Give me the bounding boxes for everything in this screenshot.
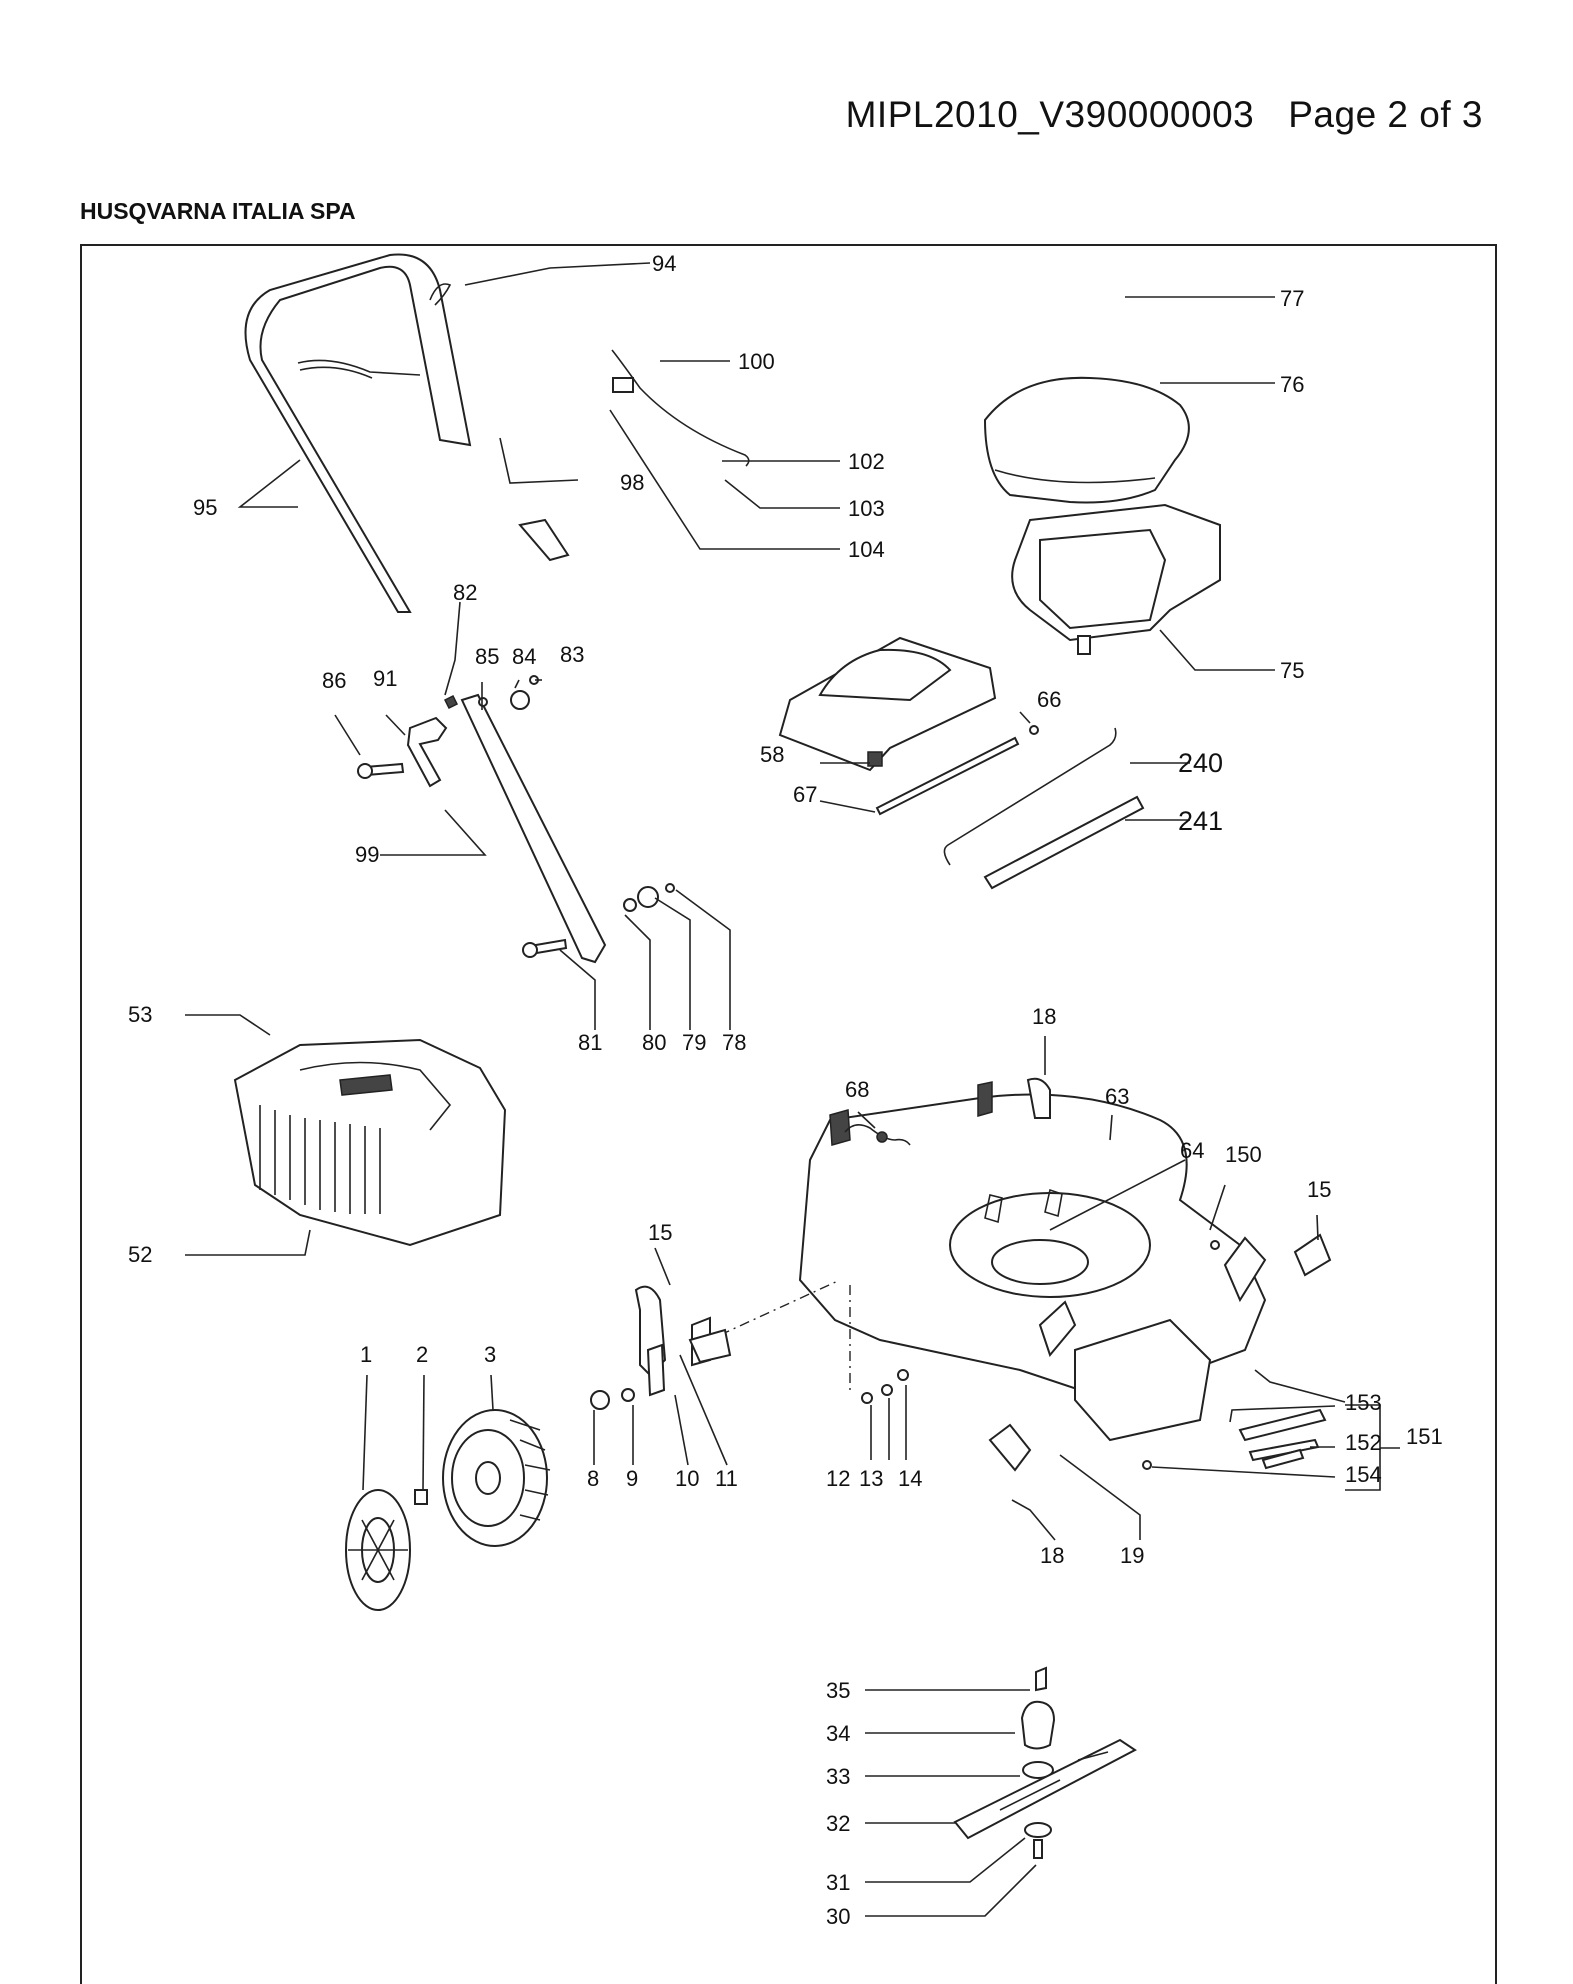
callout-98: 98 [620,470,644,495]
callout-95: 95 [193,495,217,520]
callout-75: 75 [1280,658,1304,683]
callout-labels: 94 77 100 76 102 98 95 103 104 82 85 84 … [128,251,1443,1929]
callout-19: 19 [1120,1543,1144,1568]
callout-63: 63 [1105,1084,1129,1109]
rear-rods [943,727,1145,890]
callout-150: 150 [1225,1142,1262,1167]
callout-153: 153 [1345,1390,1382,1415]
callout-15-left: 15 [648,1220,672,1245]
callout-18-bottom: 18 [1040,1543,1064,1568]
callout-52: 52 [128,1242,152,1267]
callout-8: 8 [587,1466,599,1491]
callout-33: 33 [826,1764,850,1789]
axle-fixings [719,1240,1327,1470]
callout-94: 94 [652,251,676,276]
callout-18-top: 18 [1032,1004,1056,1029]
callout-1: 1 [360,1342,372,1367]
callout-241: 241 [1178,806,1223,836]
callout-58: 58 [760,742,784,767]
company-name: HUSQVARNA ITALIA SPA [80,198,356,224]
callout-84: 84 [512,644,536,669]
deck-spring [844,1124,911,1146]
callout-76: 76 [1280,372,1304,397]
callout-152: 152 [1345,1430,1382,1455]
blade-assembly [953,1666,1137,1859]
page-label: Page 2 of 3 [1288,94,1483,135]
callout-64: 64 [1180,1138,1204,1163]
callout-85: 85 [475,644,499,669]
mower-deck [798,1081,1267,1442]
callout-240: 240 [1178,748,1223,778]
callout-11: 11 [715,1466,738,1491]
callout-68: 68 [845,1077,869,1102]
document-header: MIPL2010_V390000003 Page 2 of 3 [846,94,1483,136]
callout-13: 13 [859,1466,883,1491]
engine-cover [983,376,1190,504]
height-adjust-brackets [691,1077,1332,1472]
upper-handle [244,253,570,613]
callout-31: 31 [826,1870,850,1895]
callout-77: 77 [1280,286,1304,311]
callout-102: 102 [848,449,885,474]
callout-2: 2 [416,1342,428,1367]
handle-clamp [406,716,448,788]
callout-151: 151 [1406,1424,1443,1449]
wheel-cap [345,1489,411,1611]
wheel-nut [414,1489,428,1505]
callout-35: 35 [826,1678,850,1703]
callout-9: 9 [626,1466,638,1491]
callout-14: 14 [898,1466,922,1491]
callout-91: 91 [373,666,397,691]
callout-154: 154 [1345,1462,1382,1487]
axle-bracket [590,1285,732,1410]
callout-32: 32 [826,1811,850,1836]
callout-78: 78 [722,1030,746,1055]
callout-81: 81 [578,1030,602,1055]
callout-30: 30 [826,1904,850,1929]
callout-82: 82 [453,580,477,605]
callout-80: 80 [642,1030,666,1055]
callout-103: 103 [848,496,885,521]
rear-deflector [778,636,1039,816]
callout-99: 99 [355,842,379,867]
callout-15-right: 15 [1307,1177,1331,1202]
leader-lines [185,262,1400,1917]
callout-79: 79 [682,1030,706,1055]
callout-53: 53 [128,1002,152,1027]
callout-3: 3 [484,1342,496,1367]
handle-bolts [357,675,675,958]
callout-12: 12 [826,1466,850,1491]
callout-67: 67 [793,782,817,807]
callout-10: 10 [675,1466,699,1491]
diagram-frame [80,244,1497,1984]
handle-cable [429,283,750,467]
callout-34: 34 [826,1721,850,1746]
lower-handle [443,693,607,964]
document-id: MIPL2010_V390000003 [845,94,1255,135]
callout-104: 104 [848,537,885,562]
callout-86: 86 [322,668,346,693]
callout-66: 66 [1037,687,1061,712]
wheel [442,1409,551,1547]
engine [1011,503,1221,655]
callout-83: 83 [560,642,584,667]
grass-bag [233,1038,507,1247]
callout-100: 100 [738,349,775,374]
